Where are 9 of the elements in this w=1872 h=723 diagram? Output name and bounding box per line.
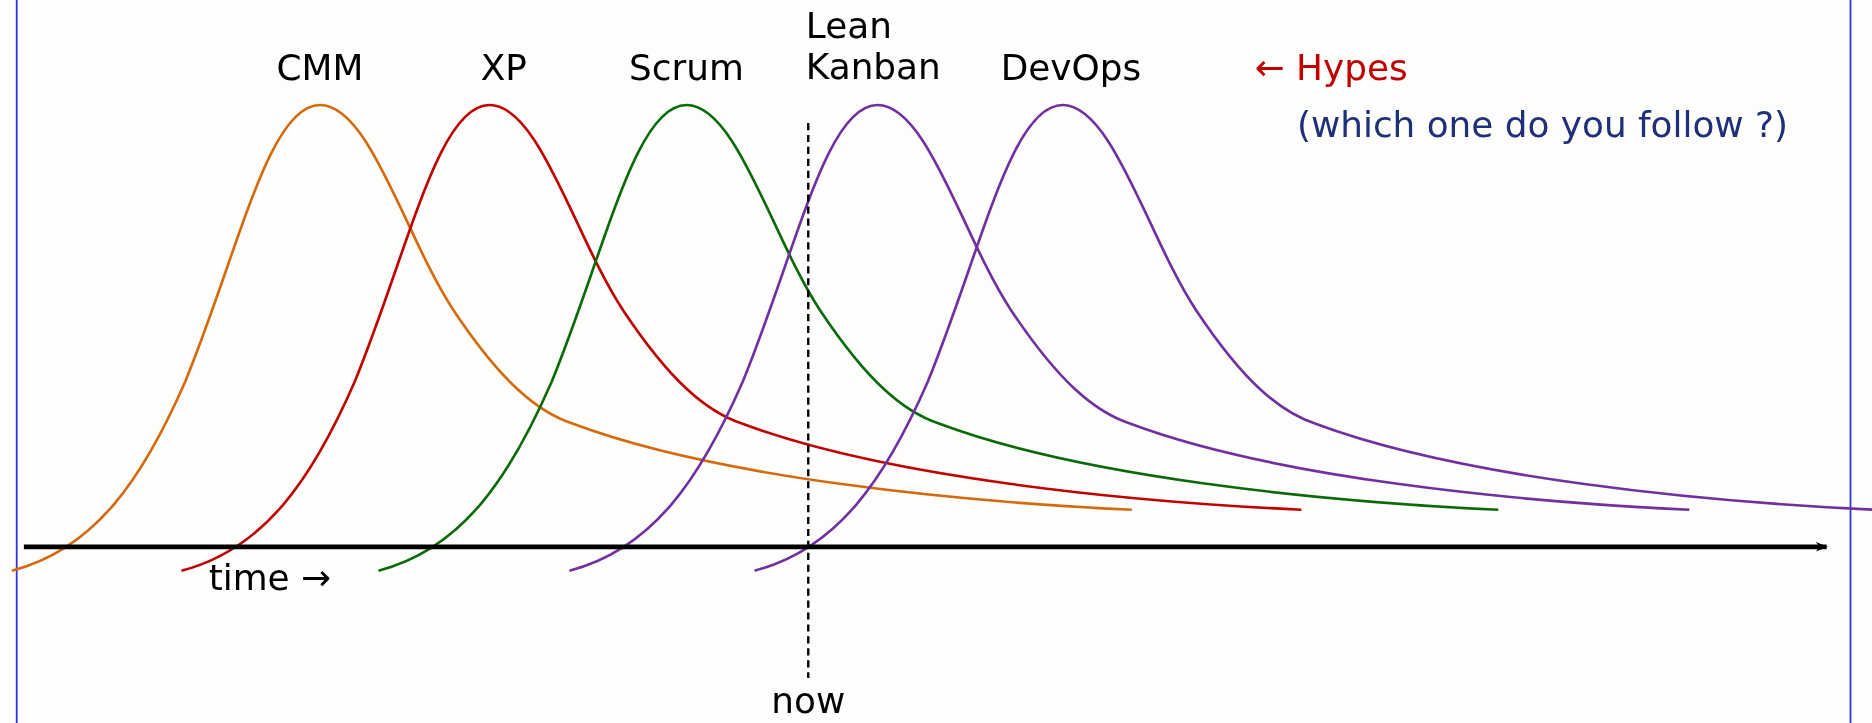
now-label: now [771, 680, 846, 722]
hypes-label: ← Hypes [1254, 47, 1408, 89]
curve-label: DevOps [1000, 47, 1142, 89]
curve-label: Lean Kanban [805, 5, 942, 88]
axis-label: time → [208, 557, 331, 599]
curve-label: CMM [276, 47, 364, 89]
question-note: (which one do you follow ?) [1297, 105, 1788, 146]
curve-label: XP [480, 47, 527, 89]
curve-label: Scrum [629, 47, 744, 89]
